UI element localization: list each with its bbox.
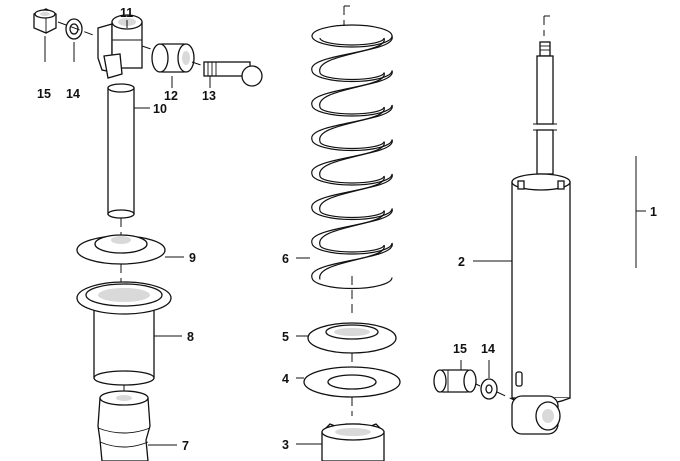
callout-15-lower: 15 xyxy=(453,342,467,356)
callout-3: 3 xyxy=(282,438,289,452)
callout-4: 4 xyxy=(282,372,289,386)
part-2-shock-absorber-body xyxy=(511,173,571,405)
left-assembly xyxy=(33,8,263,461)
callout-2: 2 xyxy=(458,255,465,269)
part-3-spring-seat xyxy=(321,423,385,461)
part-9-upper-spring-plate xyxy=(76,234,166,265)
part-15-nut-top xyxy=(33,8,57,34)
part-11-mounting-bracket xyxy=(97,14,143,79)
part-2-piston-rod xyxy=(533,41,557,175)
callout-11: 11 xyxy=(120,6,133,20)
part-14-washer-lower xyxy=(480,378,498,400)
part-10-protective-tube xyxy=(107,83,135,219)
part-12-bushing xyxy=(151,43,195,73)
callout-1: 1 xyxy=(650,205,657,219)
callout-10: 10 xyxy=(153,102,167,116)
callout-15-top: 15 xyxy=(37,87,51,101)
callout-6: 6 xyxy=(282,252,289,266)
part-14-washer-top xyxy=(65,18,83,40)
part-6-coil-spring xyxy=(311,24,393,290)
callout-9: 9 xyxy=(189,251,196,265)
callout-7: 7 xyxy=(182,439,189,453)
callout-14-lower: 14 xyxy=(481,342,495,356)
part-2-lower-eye xyxy=(511,395,561,435)
callout-labels: 1 2 3 4 5 6 7 8 9 10 11 12 13 14 15 14 1… xyxy=(37,6,657,453)
callout-8: 8 xyxy=(187,330,194,344)
callout-12: 12 xyxy=(164,89,178,103)
callout-13: 13 xyxy=(202,89,216,103)
callout-5: 5 xyxy=(282,330,289,344)
part-7-bump-stop xyxy=(97,390,151,461)
part-13-bolt xyxy=(203,61,263,87)
part-15-nut-lower xyxy=(433,369,477,393)
part-5-spring-pad xyxy=(307,322,397,354)
right-assembly xyxy=(433,15,571,435)
callout-14-top: 14 xyxy=(66,87,80,101)
part-4-lower-washer-ring xyxy=(303,366,401,398)
center-assembly xyxy=(303,5,401,461)
part-8-dust-cover xyxy=(76,281,172,386)
